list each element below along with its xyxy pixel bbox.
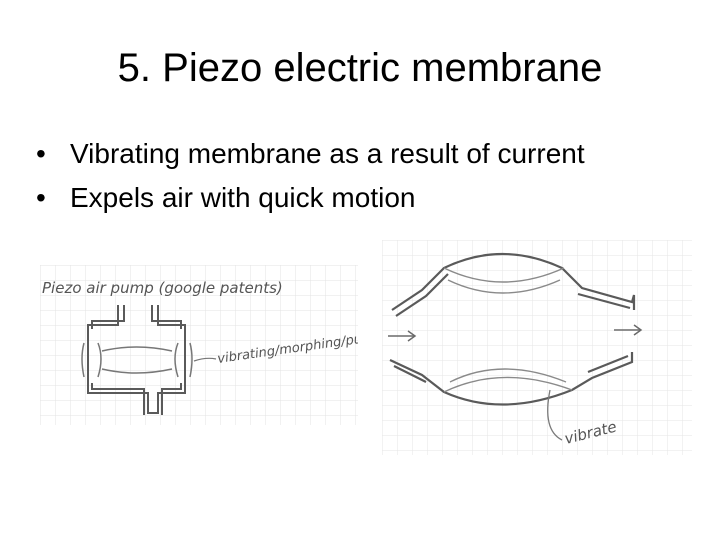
piezo-pump-drawing: Piezo air pump (google patents) vibratin… <box>40 265 358 425</box>
airflow-arrows <box>388 324 643 342</box>
slide-title: 5. Piezo electric membrane <box>117 46 603 90</box>
membranes <box>81 342 193 378</box>
bullet-dot: • <box>36 182 46 213</box>
membrane-sketch: vibrate <box>382 240 692 455</box>
bullet-text: Expels air with quick motion <box>70 182 416 213</box>
bullet-item: • Expels air with quick motion <box>36 176 585 220</box>
bullet-text: Vibrating membrane as a result of curren… <box>70 138 585 169</box>
sketch-caption: Piezo air pump (google patents) <box>42 279 283 297</box>
membrane-motion <box>443 267 573 393</box>
bullet-list: • Vibrating membrane as a result of curre… <box>36 132 585 220</box>
bullet-item: • Vibrating membrane as a result of curre… <box>36 132 585 176</box>
piezo-pump-sketch: Piezo air pump (google patents) vibratin… <box>40 265 358 425</box>
membrane-drawing: vibrate <box>382 240 692 455</box>
pump-body <box>87 305 186 415</box>
bullet-dot: • <box>36 138 46 169</box>
